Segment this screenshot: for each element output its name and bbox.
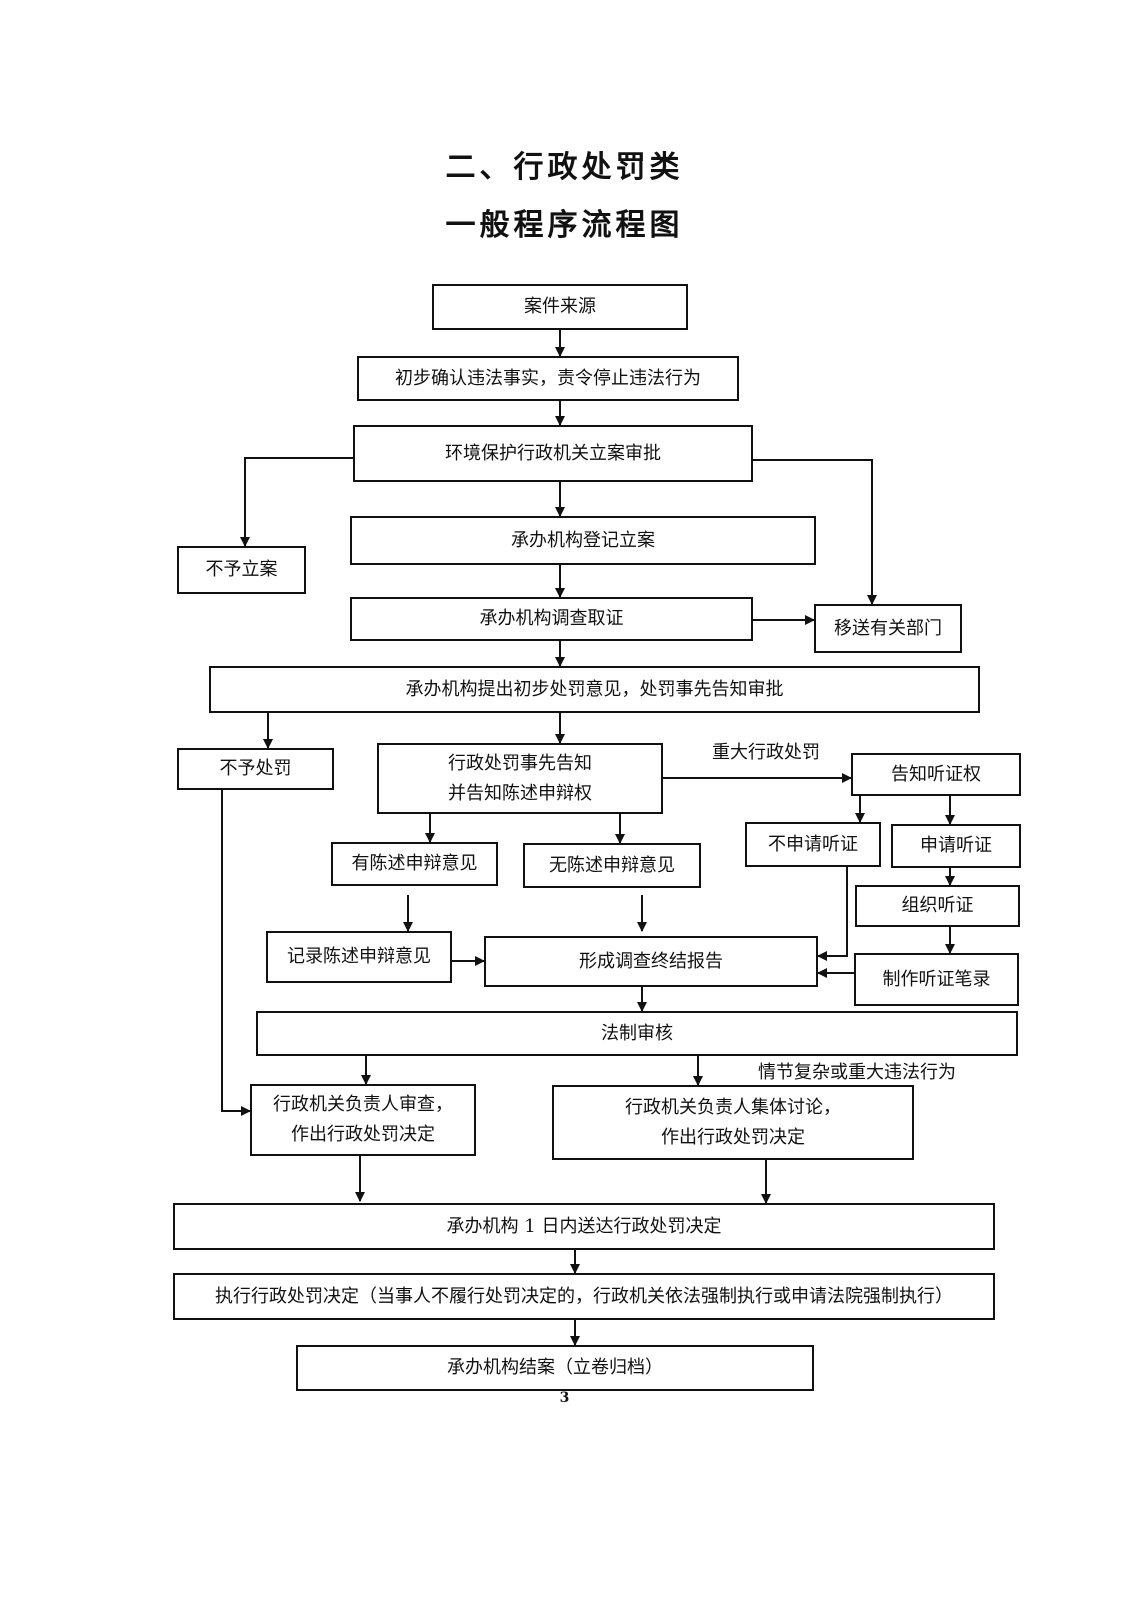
node-deliver-decision: 承办机构 1 日内送达行政处罚决定 — [173, 1203, 995, 1250]
arrow-approve-transfer — [753, 459, 877, 605]
node-hearing-record: 制作听证笔录 — [854, 953, 1019, 1006]
node-hearing-right: 告知听证权 — [851, 753, 1021, 796]
node-case-approval: 环境保护行政机关立案审批 — [353, 425, 753, 482]
node-group-discussion: 行政机关负责人集体讨论， 作出行政处罚决定 — [552, 1085, 914, 1160]
node-no-penalty: 不予处罚 — [177, 748, 334, 790]
node-preliminary-confirm: 初步确认违法事实，责令停止违法行为 — [357, 356, 739, 401]
node-investigation-report: 形成调查终结报告 — [484, 936, 818, 987]
node-no-case: 不予立案 — [177, 546, 306, 594]
node-close-case: 承办机构结案（立卷归档） — [296, 1345, 814, 1391]
node-no-hearing: 不申请听证 — [745, 822, 881, 867]
node-case-source: 案件来源 — [432, 284, 688, 330]
node-apply-hearing: 申请听证 — [891, 824, 1021, 868]
node-transfer-department: 移送有关部门 — [814, 604, 962, 653]
label-complex-case: 情节复杂或重大违法行为 — [758, 1062, 956, 1083]
node-legal-review: 法制审核 — [256, 1011, 1018, 1056]
node-record-plea: 记录陈述申辩意见 — [266, 931, 452, 983]
node-penalty-opinion: 承办机构提出初步处罚意见，处罚事先告知审批 — [209, 666, 980, 713]
page-title-line1: 二、行政处罚类 — [445, 150, 684, 185]
arrow-approve-nocase — [240, 457, 353, 547]
node-execute-decision: 执行行政处罚决定（当事人不履行处罚决定的，行政机关依法强制执行或申请法院强制执行… — [173, 1273, 995, 1320]
node-head-review: 行政机关负责人审查， 作出行政处罚决定 — [250, 1084, 476, 1156]
node-prior-notice: 行政处罚事先告知 并告知陈述申辩权 — [377, 743, 663, 814]
arrow-nopenalty-headreview — [221, 790, 251, 1116]
node-investigate: 承办机构调查取证 — [350, 597, 753, 641]
page-title-line2: 一般程序流程图 — [445, 208, 684, 243]
arrow-nohearing-report — [817, 867, 848, 961]
node-has-plea: 有陈述申辩意见 — [331, 842, 498, 886]
label-major-penalty: 重大行政处罚 — [712, 742, 820, 763]
node-register-case: 承办机构登记立案 — [350, 516, 816, 565]
page-number: 3 — [559, 1390, 570, 1406]
node-organize-hearing: 组织听证 — [855, 885, 1020, 927]
node-no-plea: 无陈述申辩意见 — [523, 843, 701, 888]
